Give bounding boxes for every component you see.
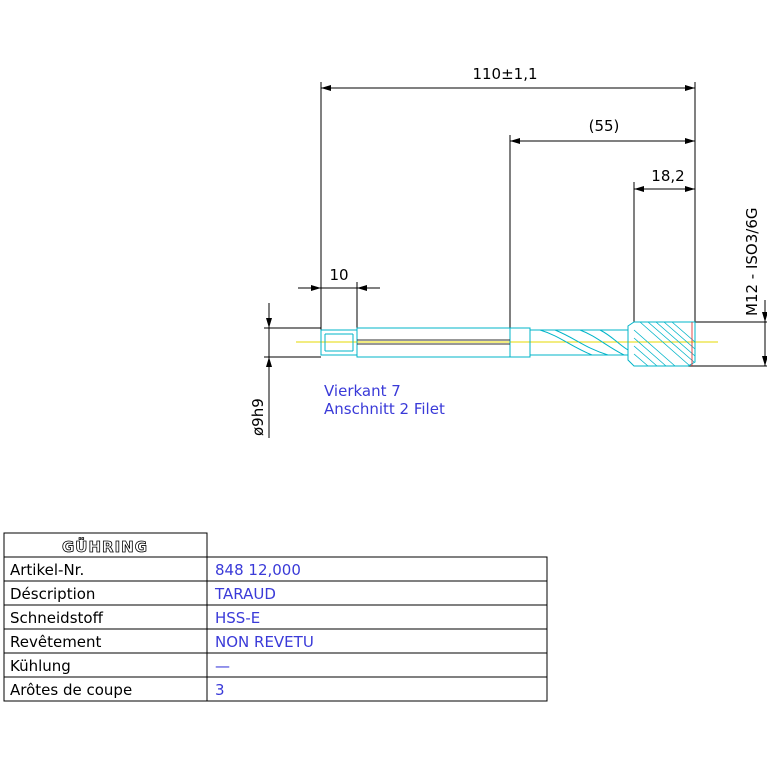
row-label: Revêtement xyxy=(10,633,102,651)
row-value: — xyxy=(215,657,230,675)
chamfer-length-label: 18,2 xyxy=(651,167,684,185)
overall-length-label: 110±1,1 xyxy=(472,65,537,83)
dimension-thread-spec: M12 - ISO3/6G xyxy=(688,208,767,367)
row-label: Kühlung xyxy=(10,657,71,675)
thread-length-label: (55) xyxy=(589,117,620,135)
row-label: Schneidstoff xyxy=(10,609,104,627)
row-label: Artikel-Nr. xyxy=(10,561,84,579)
note-square: Vierkant 7 xyxy=(324,382,401,400)
title-block: GÜHRING Artikel-Nr. 848 12,000 Déscripti… xyxy=(3,532,548,702)
shank-diameter-label: ø9h9 xyxy=(249,398,267,436)
thread-section xyxy=(627,321,696,367)
dimension-shank-diameter: ø9h9 xyxy=(249,303,321,438)
row-value: 3 xyxy=(215,681,225,699)
row-value: HSS-E xyxy=(215,609,260,627)
thread-spec-label: M12 - ISO3/6G xyxy=(743,208,761,317)
row-value: NON REVETU xyxy=(215,633,314,651)
row-value: 848 12,000 xyxy=(215,561,301,579)
note-chamfer: Anschnitt 2 Filet xyxy=(324,400,445,418)
dimension-square-length: 10 xyxy=(298,266,380,330)
square-length-label: 10 xyxy=(329,266,348,284)
brand-logo: GÜHRING xyxy=(62,537,148,556)
row-label: Déscription xyxy=(10,585,95,603)
dimension-overall-length: 110±1,1 xyxy=(320,65,696,330)
row-label: Arôtes de coupe xyxy=(10,681,132,699)
dimension-chamfer-length: 18,2 xyxy=(633,167,695,322)
dimension-thread-length: (55) xyxy=(509,117,695,330)
shank xyxy=(356,327,511,358)
tap-tool xyxy=(296,321,718,367)
row-value: TARAUD xyxy=(214,585,276,603)
